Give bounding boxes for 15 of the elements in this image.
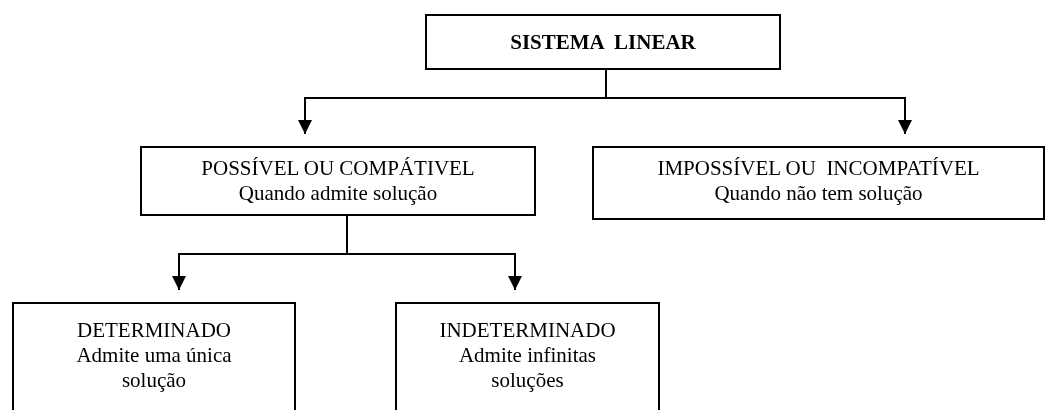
box-heading: IMPOSSÍVEL OU INCOMPATÍVEL [657, 156, 980, 181]
box-heading: DETERMINADO [77, 318, 231, 343]
title-box [425, 14, 781, 70]
box-description: Quando não tem solução [714, 181, 923, 206]
category-box [592, 146, 1045, 220]
box-description: Quando admite solução [238, 181, 438, 206]
box-heading: POSSÍVEL OU COMPÁTIVEL [201, 156, 475, 181]
box-heading: SISTEMA LINEAR [510, 29, 696, 55]
category-box [140, 146, 536, 216]
box-description: Admite infinitas soluções [457, 343, 598, 393]
category-box [12, 302, 296, 410]
box-heading: INDETERMINADO [439, 318, 616, 343]
box-description: Admite uma única solução [75, 343, 233, 393]
connector-arrow [605, 69, 912, 135]
category-box [395, 302, 660, 410]
